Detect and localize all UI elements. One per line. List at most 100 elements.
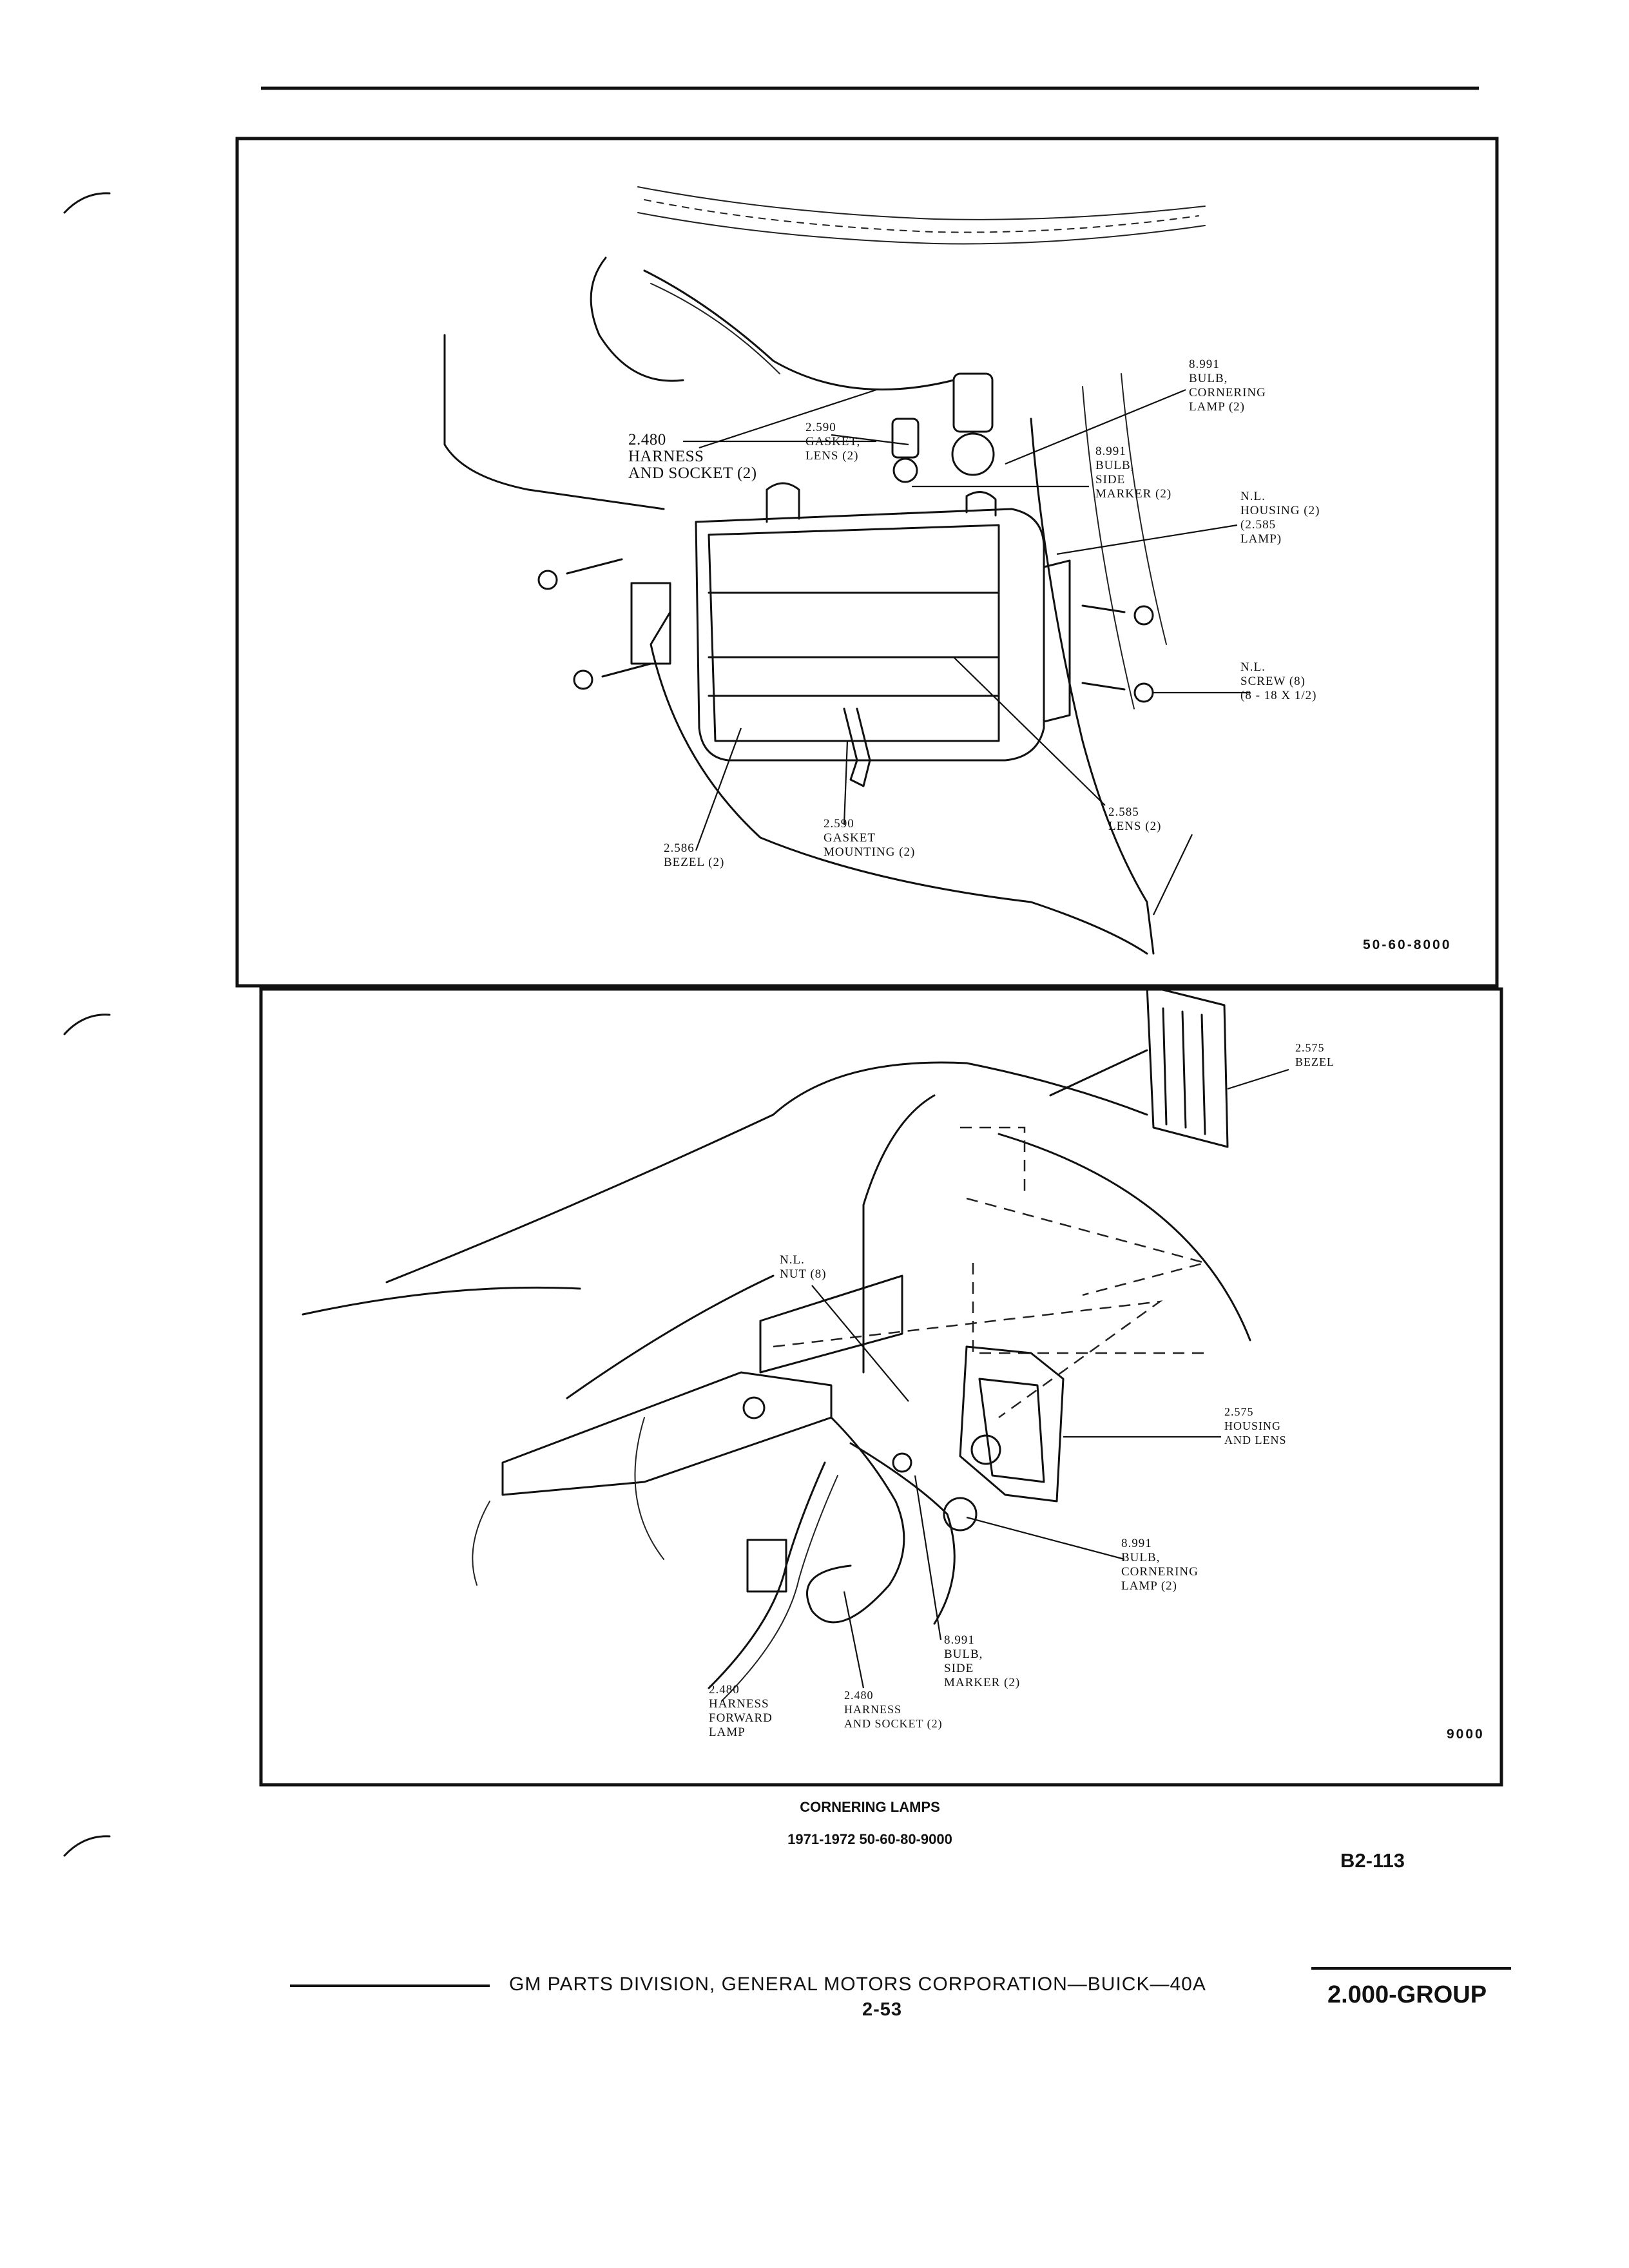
screw-icon xyxy=(537,558,623,590)
callout-bezel-bottom: 2.575 BEZEL xyxy=(1295,1041,1335,1069)
callout-bezel-top: 2.586 BEZEL (2) xyxy=(664,841,724,870)
binder-hole-mark-2 xyxy=(63,1014,111,1035)
rear-bezel-slots xyxy=(1162,1007,1206,1135)
housing-inner xyxy=(978,1378,1045,1483)
callout-line: BEZEL (2) xyxy=(664,856,725,869)
caption-subtitle: 1971-1972 50-60-80-9000 xyxy=(787,1831,952,1847)
callout-line: LAMP (2) xyxy=(1121,1579,1177,1593)
callout-line: BULB, xyxy=(1189,372,1228,385)
callout-line: 2.575 xyxy=(1295,1041,1325,1054)
callout-line: BULB, xyxy=(1095,459,1135,472)
frame-rail xyxy=(472,1501,490,1586)
body-top-surface xyxy=(385,1061,1148,1283)
callout-line: MOUNTING (2) xyxy=(824,845,916,859)
callout-line: N.L. xyxy=(1240,660,1266,674)
callout-line: 2.586 xyxy=(664,841,695,855)
bottom-figure-drawing xyxy=(302,985,1289,1702)
callout-line: HARNESS xyxy=(709,1697,769,1711)
callout-line: LENS (2) xyxy=(1108,820,1162,833)
callout-line: BULB, xyxy=(944,1648,983,1661)
bottom-leader-lines xyxy=(811,1068,1289,1689)
callout-housing: N.L. HOUSING (2) (2.585 LAMP) xyxy=(1240,490,1320,546)
callout-line: CORNERING xyxy=(1121,1565,1199,1579)
top-figure-frame xyxy=(235,137,1499,988)
callout-line: 2.575 xyxy=(1224,1405,1254,1418)
fender-curve xyxy=(590,256,684,382)
bottom-figure-frame xyxy=(259,987,1503,1787)
gasket-mounting-tab xyxy=(843,707,871,787)
marker-socket xyxy=(891,418,920,459)
callout-bulb-cornering-bottom: 8.991 BULB, CORNERING LAMP (2) xyxy=(1121,1537,1199,1593)
callout-line: LAMP (2) xyxy=(1189,400,1245,414)
wiring-loom-edge xyxy=(637,212,1206,245)
screw-icon xyxy=(1081,604,1154,626)
body-right-curve xyxy=(998,1133,1251,1341)
callout-line: SIDE xyxy=(944,1662,974,1675)
harness-wire-2 xyxy=(849,1442,956,1625)
inner-panel xyxy=(862,1094,936,1374)
callout-line: N.L. xyxy=(780,1253,805,1267)
harness-wire-2 xyxy=(650,283,780,374)
callout-line: NUT (8) xyxy=(780,1267,827,1281)
side-bracket xyxy=(630,582,671,665)
callout-line: LAMP xyxy=(709,1725,746,1739)
forward-lamp-harness xyxy=(708,1461,826,1689)
callout-line: GASKET, xyxy=(805,435,861,448)
callout-line: 2.480 xyxy=(709,1683,740,1696)
body-inner-curve xyxy=(566,1274,775,1399)
page-code: B2-113 xyxy=(1340,1849,1405,1872)
fender-flank xyxy=(650,611,1148,955)
footer-text: GM PARTS DIVISION, GENERAL MOTORS CORPOR… xyxy=(509,1974,1206,1995)
figure-id-top: 50-60-8000 xyxy=(1363,937,1452,952)
callout-harness-socket-top: 2.480 HARNESS AND SOCKET (2) xyxy=(628,432,757,482)
callout-line: (8 - 18 x 1/2) xyxy=(1240,689,1317,702)
callout-line: CORNERING xyxy=(1189,386,1266,399)
callout-line: HOUSING (2) xyxy=(1240,504,1320,517)
fender-outline xyxy=(443,334,665,510)
top-figure-drawing xyxy=(443,186,1250,955)
cornering-socket xyxy=(952,372,994,433)
callout-line: HOUSING xyxy=(1224,1419,1281,1432)
callout-line: 8.991 xyxy=(1121,1537,1152,1550)
cornering-bulb xyxy=(943,1497,978,1532)
callout-line: 2.480 xyxy=(844,1689,874,1702)
wheel-arch xyxy=(634,1417,664,1560)
lamp-housing-outer xyxy=(695,508,1045,762)
callout-line: FORWARD xyxy=(709,1711,773,1725)
fender-rear-line-2 xyxy=(1082,386,1135,709)
callout-lens: 2.585 LENS (2) xyxy=(1108,805,1161,834)
fender-rear-line-3 xyxy=(1121,373,1167,645)
callout-line: BEZEL xyxy=(1295,1055,1335,1068)
fender-rear-edge xyxy=(1030,418,1155,955)
callout-harness-socket-bottom: 2.480 HARNESS AND SOCKET (2) xyxy=(844,1688,943,1731)
callout-screw: N.L. SCREW (8) (8 - 18 x 1/2) xyxy=(1240,660,1316,703)
callout-line: GASKET xyxy=(824,831,876,845)
callout-line: 8.991 xyxy=(1189,358,1220,371)
callout-line: 2.480 xyxy=(628,431,666,448)
rear-bezel xyxy=(1146,985,1229,1148)
body-top-line xyxy=(1049,1049,1148,1097)
callout-bulb-side-marker-bottom: 8.991 BULB, SIDE MARKER (2) xyxy=(944,1633,1020,1690)
forward-lamp-connector xyxy=(746,1539,787,1593)
callout-line: MARKER (2) xyxy=(944,1676,1021,1689)
callout-gasket-mounting: 2.590 GASKET MOUNTING (2) xyxy=(824,817,915,860)
binder-hole-mark-1 xyxy=(63,192,111,214)
callout-line: MARKER (2) xyxy=(1095,487,1172,501)
callout-line: 2.590 xyxy=(824,817,854,831)
hidden-edges xyxy=(773,1126,1211,1419)
callout-line: HARNESS xyxy=(628,448,704,465)
callout-line: AND SOCKET (2) xyxy=(628,465,757,482)
callout-gasket-lens: 2.590 GASKET, LENS (2) xyxy=(805,421,860,463)
mounting-bolt xyxy=(742,1396,766,1419)
marker-bulb xyxy=(892,1452,912,1473)
harness-wire xyxy=(806,1416,905,1624)
callout-line: (2.585 xyxy=(1240,518,1277,532)
callout-nut: N.L. NUT (8) xyxy=(780,1253,827,1282)
callout-line: 2.590 xyxy=(805,421,836,434)
callout-line: LAMP) xyxy=(1240,532,1282,546)
binder-hole-mark-3 xyxy=(63,1835,111,1857)
callout-line: 8.991 xyxy=(1095,445,1126,458)
callout-line: 8.991 xyxy=(944,1633,975,1647)
